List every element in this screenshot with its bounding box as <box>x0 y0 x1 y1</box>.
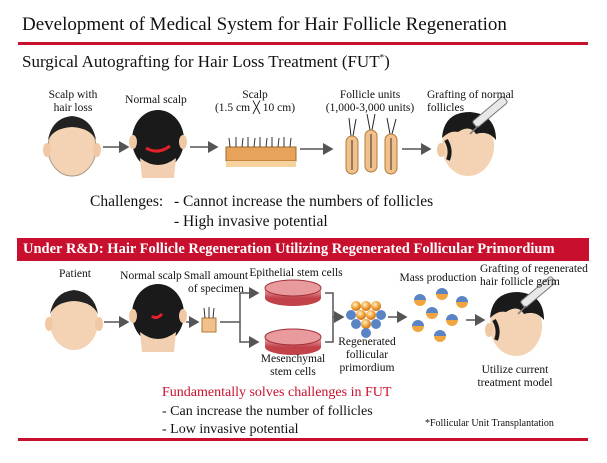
rnd-banner: Under R&D: Hair Follicle Regeneration Ut… <box>17 238 589 261</box>
label-regenerated-line1: Regenerated <box>338 336 396 348</box>
label-grafting-normal: Grafting of normal follicles <box>427 89 531 115</box>
challenges-label: Challenges: <box>90 193 164 210</box>
grafting-head-icon <box>437 96 508 176</box>
fut-heading-mark: * <box>379 52 385 63</box>
title-divider <box>18 42 588 45</box>
label-mass-production: Mass production <box>399 272 477 284</box>
challenge-item-1: - Cannot increase the numbers of follicl… <box>174 193 434 210</box>
regenerated-graft-head-icon <box>485 276 556 356</box>
label-grafting-normal-line2: follicles <box>427 102 465 114</box>
label-grafting-regenerated-line1: Grafting of regenerated <box>480 263 588 275</box>
challenge-item-2: - High invasive potential <box>174 213 328 230</box>
bottom-divider <box>18 438 588 441</box>
label-utilize-current: Utilize current treatment model <box>470 364 560 390</box>
label-patient: Patient <box>59 268 91 280</box>
normal-scalp-small-sample-icon <box>129 284 187 352</box>
label-normal-scalp-bottom: Normal scalp <box>120 270 182 282</box>
label-regenerated-line2: follicular <box>345 349 389 361</box>
label-epithelial: Epithelial stem cells <box>249 267 343 279</box>
follicle-units-icon <box>345 113 398 175</box>
fut-heading-close: ) <box>384 52 390 71</box>
footnote: *Follicular Unit Transplantation <box>425 418 554 429</box>
label-regenerated-primordium: Regenerated follicular primordium <box>332 336 402 375</box>
solution-item-2: - Low invasive potential <box>162 422 299 437</box>
scalp-strip-icon <box>225 137 297 167</box>
label-scalp-hair-loss-line2: hair loss <box>53 102 93 114</box>
solution-heading: Fundamentally solves challenges in FUT <box>162 385 392 400</box>
fut-heading: Surgical Autografting for Hair Loss Trea… <box>22 52 390 72</box>
primordium-cluster-icon <box>346 301 386 338</box>
mesenchymal-dish-icon <box>264 328 322 355</box>
label-mesenchymal-line1: Mesenchymal <box>260 353 326 365</box>
label-regenerated-line3: primordium <box>339 362 395 374</box>
normal-scalp-icon <box>129 110 187 178</box>
label-small-specimen-line2: of specimen <box>188 283 244 295</box>
specimen-icon <box>201 307 217 333</box>
label-mesenchymal: Mesenchymal stem cells <box>255 353 331 379</box>
label-normal-scalp-top: Normal scalp <box>125 94 187 106</box>
mass-production-icon <box>412 288 468 342</box>
label-scalp-size: Scalp (1.5 cm ╳ 10 cm) <box>205 89 305 115</box>
label-utilize-line1: Utilize current <box>481 364 549 376</box>
label-follicle-units: Follicle units (1,000-3,000 units) <box>320 89 420 115</box>
label-small-specimen-line1: Small amount <box>183 270 249 282</box>
label-follicle-units-line1: Follicle units <box>339 89 401 101</box>
label-scalp-size-line1: Scalp <box>242 89 268 101</box>
bald-head-icon <box>43 116 101 177</box>
epithelial-dish-icon <box>264 279 322 306</box>
fut-heading-text: Surgical Autografting for Hair Loss Trea… <box>22 52 380 71</box>
label-grafting-regenerated-line2: hair follicle germ <box>480 276 560 288</box>
label-scalp-size-line2: (1.5 cm ╳ 10 cm) <box>214 102 296 114</box>
label-scalp-hair-loss-line1: Scalp with <box>48 89 98 101</box>
label-grafting-regenerated: Grafting of regenerated hair follicle ge… <box>480 263 604 289</box>
label-utilize-line2: treatment model <box>477 377 553 389</box>
label-follicle-units-line2: (1,000-3,000 units) <box>325 102 415 114</box>
label-small-specimen: Small amount of specimen <box>183 270 249 296</box>
label-grafting-normal-line1: Grafting of normal <box>427 89 514 101</box>
label-scalp-hair-loss: Scalp with hair loss <box>42 89 104 115</box>
patient-head-icon <box>45 290 103 350</box>
solution-item-1: - Can increase the number of follicles <box>162 404 373 419</box>
label-mesenchymal-line2: stem cells <box>270 366 316 378</box>
page-title: Development of Medical System for Hair F… <box>22 14 507 35</box>
